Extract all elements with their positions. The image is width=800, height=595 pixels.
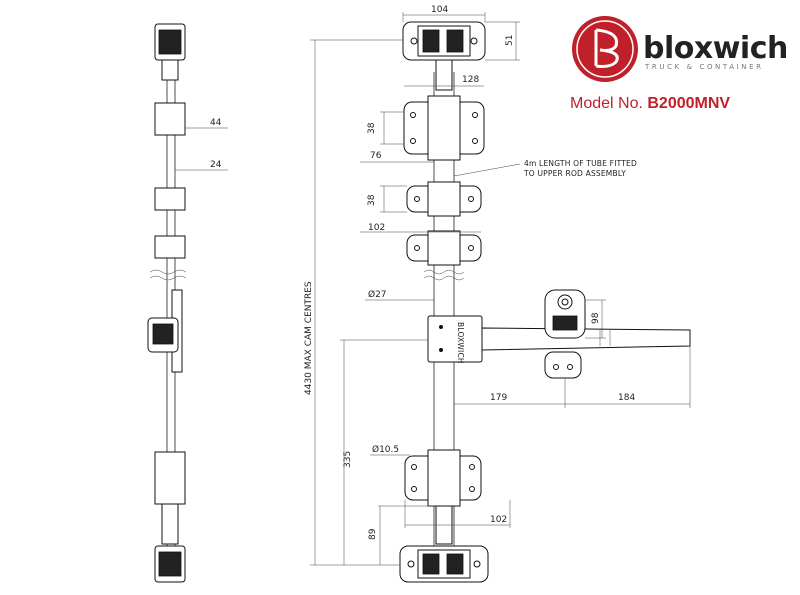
mid-guide-1 bbox=[406, 181, 482, 217]
dim-overall-cam-centres: 4430 MAX CAM CENTRES bbox=[304, 281, 314, 395]
dim-handle-reach-2: 184 bbox=[618, 393, 635, 403]
front-view: BLOXWICH bbox=[399, 21, 691, 583]
dim-side-tube: 24 bbox=[210, 160, 222, 170]
dim-upper-guide-height: 38 bbox=[367, 122, 377, 134]
dim-cam-to-handle: 335 bbox=[343, 451, 353, 468]
upper-guide bbox=[403, 95, 485, 161]
tube-note-line2: TO UPPER ROD ASSEMBLY bbox=[523, 169, 626, 178]
dim-handle-height: 98 bbox=[591, 312, 601, 324]
dim-mid-guide-height: 38 bbox=[367, 194, 377, 206]
top-cam-keeper bbox=[402, 21, 486, 91]
mid-guide-2 bbox=[406, 230, 482, 266]
dim-upper-width: 128 bbox=[462, 75, 479, 85]
dim-top-height: 51 bbox=[505, 35, 515, 46]
bloxwich-logo: bloxwich TRUCK & CONTAINER bbox=[572, 16, 788, 82]
logo-wordmark: bloxwich bbox=[643, 31, 788, 66]
dim-hole-diameter: Ø10.5 bbox=[372, 444, 399, 455]
dim-upper-guide-offset: 76 bbox=[370, 151, 382, 161]
handle-brand-label: BLOXWICH bbox=[456, 322, 465, 364]
dim-handle-reach-1: 179 bbox=[490, 393, 507, 403]
handle-assembly: BLOXWICH bbox=[427, 289, 691, 379]
dim-mid-guide-width: 102 bbox=[368, 223, 385, 233]
lower-guide bbox=[404, 449, 482, 545]
side-view: 44 24 bbox=[147, 23, 228, 583]
model-number: Model No. B2000MNV bbox=[570, 95, 730, 112]
tube-note-line1: 4m LENGTH OF TUBE FITTED bbox=[524, 159, 637, 168]
dim-lower-guide-width: 102 bbox=[490, 515, 507, 525]
logo-tagline: TRUCK & CONTAINER bbox=[644, 63, 764, 71]
dimension-lines: 104 51 128 38 76 38 102 Ø27 98 179 184 bbox=[304, 5, 691, 566]
dim-side-width: 44 bbox=[210, 118, 222, 128]
dim-tube-diameter: Ø27 bbox=[368, 289, 387, 300]
bottom-cam-keeper bbox=[399, 545, 489, 583]
dim-top-width: 104 bbox=[431, 5, 448, 15]
tube-note: 4m LENGTH OF TUBE FITTED TO UPPER ROD AS… bbox=[523, 159, 637, 178]
dim-lower-offset: 89 bbox=[368, 528, 378, 540]
